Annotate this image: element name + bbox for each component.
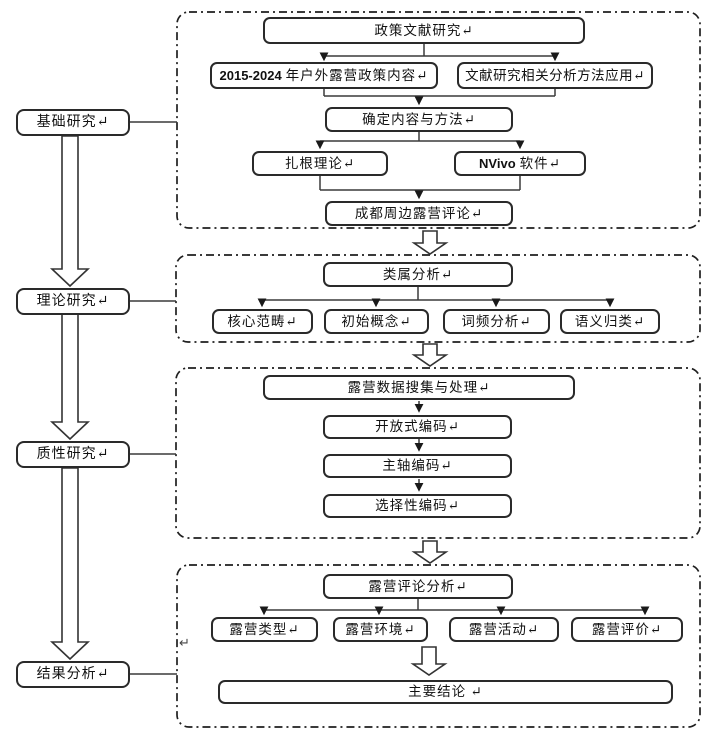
node-chengdu-camping-reviews: 成都周边露营评论↵ — [325, 201, 513, 226]
node-camping-evaluation: 露营评价↵ — [571, 617, 683, 642]
node-nvivo-name: NVivo — [479, 156, 516, 171]
node-initial-concepts: 初始概念↵ — [324, 309, 429, 334]
node-nvivo-text: 软件↵ — [519, 155, 561, 171]
node-semantic-classification: 语义归类↵ — [560, 309, 660, 334]
rail-box-qualitative-research: 质性研究↵ — [16, 441, 130, 468]
rail-box-foundation-research: 基础研究↵ — [16, 109, 130, 136]
node-main-conclusions: 主要结论 ↵ — [218, 680, 673, 704]
node-camping-data-collection: 露营数据搜集与处理↵ — [263, 375, 575, 400]
conclusion-down-arrow — [410, 646, 448, 676]
rail-down-arrow-2 — [49, 313, 91, 441]
section-frame-policy — [176, 11, 701, 229]
section-frame-theory — [175, 254, 701, 343]
stray-return-mark: ↵ — [179, 636, 190, 651]
section-gap-arrow-1 — [411, 230, 449, 255]
hollow-arrows — [49, 135, 449, 676]
thin-connectors — [128, 44, 650, 675]
node-camping-activity: 露营活动↵ — [449, 617, 559, 642]
rail-box-theoretical-research: 理论研究↵ — [16, 288, 130, 315]
node-camping-type: 露营类型↵ — [211, 617, 318, 642]
node-determine-content-method: 确定内容与方法↵ — [325, 107, 513, 132]
node-policy-content-years: 2015-2024 — [219, 68, 282, 83]
node-literature-analysis-methods: 文献研究相关分析方法应用↵ — [457, 62, 653, 89]
node-word-frequency-analysis: 词频分析↵ — [443, 309, 550, 334]
section-frames — [175, 11, 701, 728]
node-grounded-theory: 扎根理论↵ — [252, 151, 388, 176]
section-gap-arrow-2 — [411, 343, 449, 367]
node-selective-coding: 选择性编码↵ — [323, 494, 512, 518]
node-core-category: 核心范畴↵ — [212, 309, 313, 334]
node-camping-environment: 露营环境↵ — [333, 617, 428, 642]
section-frame-results — [176, 564, 701, 728]
node-camping-review-analysis: 露营评论分析↵ — [323, 574, 513, 599]
node-policy-literature-research: 政策文献研究↵ — [263, 17, 585, 44]
section-gap-arrow-3 — [411, 540, 449, 564]
node-axial-coding: 主轴编码↵ — [323, 454, 512, 478]
rail-down-arrow-3 — [49, 467, 91, 661]
node-open-coding: 开放式编码↵ — [323, 415, 512, 439]
node-category-analysis: 类属分析↵ — [323, 262, 513, 287]
rail-down-arrow-1 — [49, 135, 91, 288]
node-policy-content-text: 年户外露营政策内容↵ — [285, 67, 429, 83]
rail-box-results-analysis: 结果分析↵ — [16, 661, 130, 688]
